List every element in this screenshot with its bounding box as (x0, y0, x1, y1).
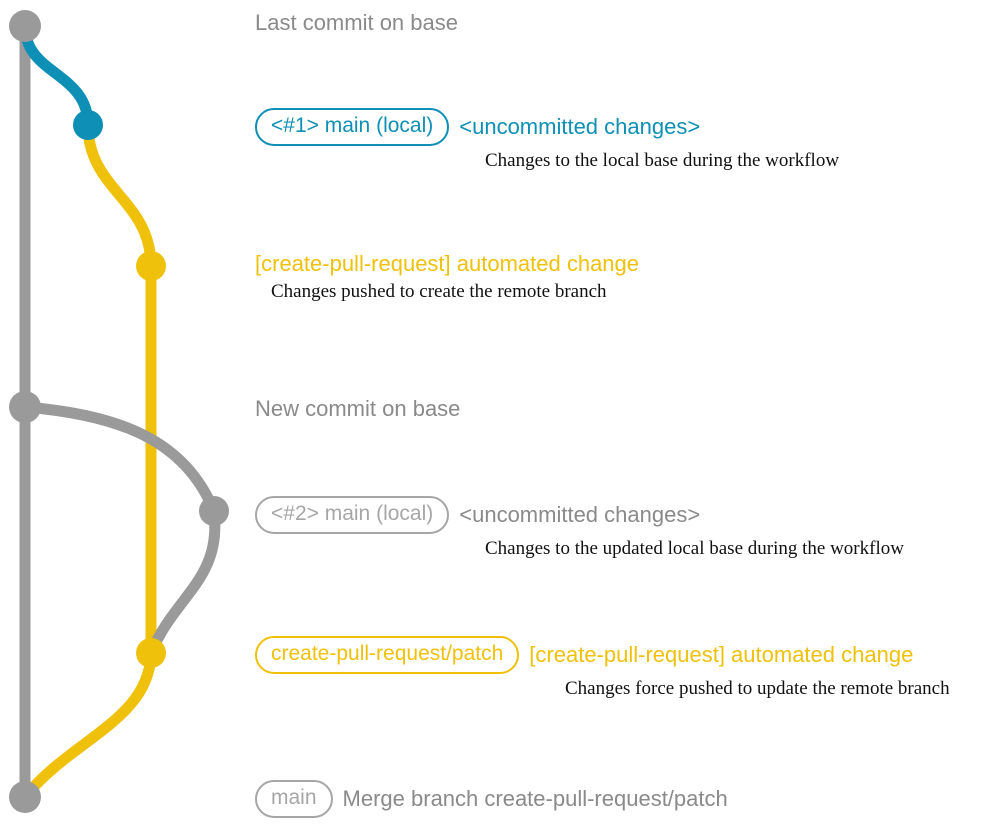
branch-pill-local-main-2[interactable]: <#2> main (local) (255, 496, 450, 535)
commit-description-automated-change-2: Changes force pushed to update the remot… (565, 678, 950, 700)
branch-pill-local-main-1[interactable]: <#1> main (local) (255, 108, 450, 147)
commit-node-local-change-1 (73, 110, 103, 140)
commit-subject-merge-commit: Merge branch create-pull-request/patch (342, 785, 728, 811)
commit-subject-new-commit-on-base: New commit on base (255, 396, 461, 421)
blue-branch-line (19, 20, 94, 131)
commit-subject-automated-change-1: [create-pull-request] automated change (255, 251, 640, 276)
commit-node-pr-commit-1 (136, 251, 166, 281)
branch-pill-main[interactable]: main (255, 780, 333, 819)
gray-branch-line-lower (145, 505, 221, 659)
row-last-commit-on-base: Last commit on base (255, 10, 458, 36)
row-new-commit-on-base: New commit on base (255, 396, 460, 422)
commit-node-merge (9, 781, 41, 813)
row-merge-commit: main Merge branch create-pull-request/pa… (255, 780, 728, 819)
gray-branch-line-upper (19, 401, 220, 517)
row-local-main-2: <#2> main (local) <uncommitted changes> … (255, 496, 904, 560)
commit-node-local-change-2 (199, 496, 229, 526)
yellow-branch-line-upper (82, 119, 157, 659)
commit-subject-local-main-1: <uncommitted changes> (459, 113, 701, 139)
row-local-main-1: <#1> main (local) <uncommitted changes> … (255, 108, 839, 172)
commit-subject-last-commit-on-base: Last commit on base (255, 10, 458, 35)
commit-subject-automated-change-2: [create-pull-request] automated change (529, 641, 914, 667)
commit-subject-local-main-2: <uncommitted changes> (459, 501, 701, 527)
row-automated-change-1: [create-pull-request] automated change C… (255, 251, 639, 303)
yellow-merge-line (19, 647, 157, 803)
row-automated-change-2: create-pull-request/patch [create-pull-r… (255, 636, 950, 700)
commit-description-local-main-1: Changes to the local base during the wor… (485, 150, 840, 172)
commit-node-pr-commit-2 (136, 638, 166, 668)
commit-description-local-main-2: Changes to the updated local base during… (485, 538, 904, 560)
commit-node-base-head (9, 10, 41, 42)
branch-pill-create-pull-request-patch[interactable]: create-pull-request/patch (255, 636, 520, 675)
commit-node-base-new-commit (9, 391, 41, 423)
commit-description-automated-change-1: Changes pushed to create the remote bran… (271, 281, 607, 303)
